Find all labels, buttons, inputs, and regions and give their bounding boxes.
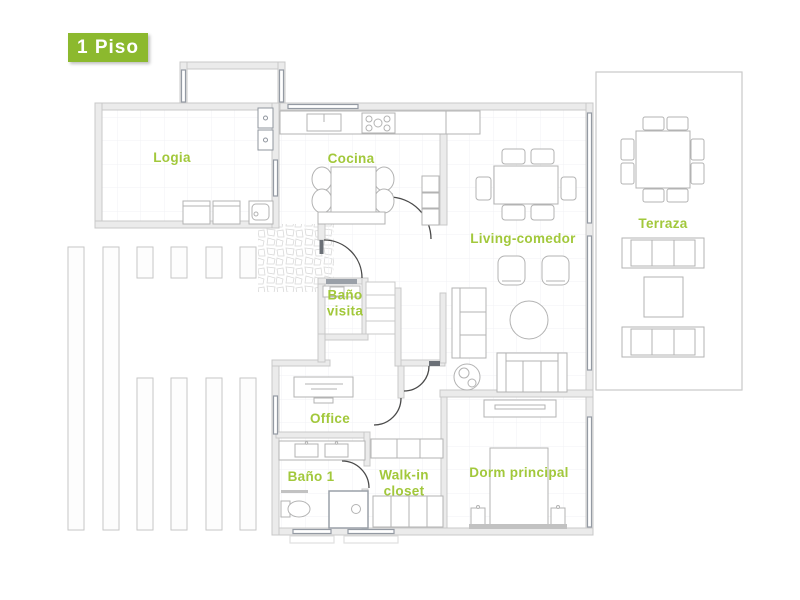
window-kitchen [287, 103, 359, 110]
terraza-dining-set [620, 116, 705, 203]
nightstand [470, 507, 486, 527]
entry-door-leaf [319, 240, 324, 254]
towel-bar [281, 490, 308, 493]
window-closet [347, 528, 395, 535]
dining-chair [475, 176, 492, 201]
room-label-logia: Logia [153, 150, 191, 166]
round-table [509, 300, 549, 340]
toilet-bowl [287, 500, 311, 518]
nightstand [550, 507, 566, 527]
counter-end [445, 110, 481, 135]
living-furniture [451, 148, 577, 393]
bano1-fixtures [278, 440, 369, 529]
kitchen-cabinet [421, 192, 440, 209]
dryer [212, 200, 241, 225]
doors [319, 193, 440, 489]
window-sill-right [343, 535, 399, 544]
window-living-upper [586, 112, 593, 224]
shower [328, 490, 369, 529]
dining-chair [560, 176, 577, 201]
logia-furniture [182, 200, 274, 225]
dining-chair [501, 148, 526, 165]
utility-boxes [257, 107, 274, 151]
floor-title-badge: 1 Piso [68, 33, 148, 62]
room-label-bano-visita: Baño visita [326, 287, 364, 318]
hall-door-leaf [429, 361, 440, 366]
office-door-arc [373, 397, 402, 426]
stairs [365, 281, 396, 335]
desk [293, 376, 354, 398]
room-label-walk-in-closet: Walk-in closet [379, 467, 429, 498]
window-office [272, 395, 279, 435]
monitor-stand [313, 397, 334, 404]
sofa-horizontal [496, 352, 568, 393]
kitchen-chair [311, 188, 333, 214]
cocina-furniture [279, 110, 481, 226]
window-living-lower [586, 235, 593, 371]
entry-door-arc [323, 239, 363, 279]
dining-chair [501, 204, 526, 221]
kitchen-cabinet [421, 208, 440, 226]
room-label-living-comedor: Living-comedor [470, 231, 576, 247]
kitchen-chair [311, 166, 333, 192]
dining-chair [530, 204, 555, 221]
closet-shelf-bottom [372, 495, 444, 528]
sink [294, 443, 319, 458]
window-dorm [586, 416, 593, 528]
armchair [497, 255, 526, 286]
kitchen-chair [373, 188, 395, 214]
kitchen-bench [317, 211, 386, 225]
hall-door-arc [403, 365, 430, 392]
windows [180, 69, 593, 544]
window-sill-left [289, 535, 335, 544]
window-logia [272, 159, 279, 197]
dining-table [493, 165, 559, 205]
closet-shelf-top [370, 438, 444, 459]
room-label-terraza: Terraza [638, 216, 688, 232]
armchair [541, 255, 570, 286]
window-bay-left [180, 69, 187, 103]
window-bay-right [278, 69, 285, 103]
dining-chair [530, 148, 555, 165]
terraza-sofa-set [621, 237, 705, 358]
bed [489, 447, 549, 528]
terraza-area [595, 71, 743, 391]
washer [182, 200, 211, 225]
window-bano1 [292, 528, 332, 535]
deck-planks [67, 246, 257, 531]
dorm-furniture [469, 399, 567, 529]
room-label-dorm-principal: Dorm principal [469, 465, 569, 481]
room-label-office: Office [309, 411, 351, 427]
bathroom-door-arc [341, 460, 370, 489]
closet-shelving [370, 438, 444, 528]
kitchen-door-arc [388, 196, 432, 240]
kitchen-chair [373, 166, 395, 192]
office-furniture [293, 376, 354, 404]
vanity-mirror [326, 279, 357, 284]
room-label-bano-1: Baño 1 [287, 469, 335, 485]
kitchen-cabinet [421, 175, 440, 193]
room-label-cocina: Cocina [327, 151, 375, 167]
bath-counter [278, 440, 366, 461]
bano-visita-fixtures [322, 279, 361, 298]
sink [324, 443, 349, 458]
headboard [469, 524, 567, 529]
sofa-vertical [451, 287, 487, 359]
kitchen-table [330, 166, 377, 213]
